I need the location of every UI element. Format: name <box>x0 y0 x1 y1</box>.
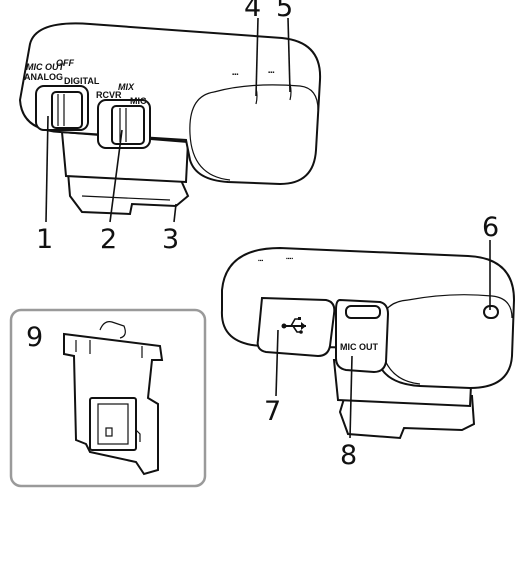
leader-line-1 <box>45 115 49 223</box>
led-label-right: ▪▪▪ <box>268 70 274 76</box>
callout-7: 7 <box>264 396 281 427</box>
receiver-rear-view: MIC OUT ▪▪▪ ▪▪▪▪ <box>220 246 516 440</box>
led-label-left: ▪▪▪ <box>232 72 238 78</box>
leader-line-3 <box>173 203 177 223</box>
top-label-b: ▪▪▪▪ <box>286 256 293 262</box>
callout-3: 3 <box>162 224 179 255</box>
inset-shoe-adapter: 9 <box>9 308 207 488</box>
mic-out-jack-label: MIC OUT <box>340 342 378 352</box>
leader-line-5 <box>287 17 291 93</box>
label-analog: ANALOG <box>24 72 63 82</box>
top-label-a: ▪▪▪ <box>258 258 264 264</box>
label-digital: DIGITAL <box>64 76 100 86</box>
label-mic: MIC <box>130 96 147 106</box>
leader-line-2 <box>109 129 123 223</box>
usb-icon <box>281 317 306 334</box>
callout-6: 6 <box>482 212 499 243</box>
label-mix: MIX <box>118 82 135 92</box>
label-off: OFF <box>56 58 74 68</box>
callout-1: 1 <box>36 224 53 255</box>
indicator-lamp <box>483 305 499 319</box>
leader-line-4 <box>255 17 259 97</box>
callout-9: 9 <box>26 322 43 353</box>
callout-5: 5 <box>276 0 293 23</box>
leader-line-8 <box>349 355 353 439</box>
label-rcvr: RCVR <box>96 90 122 100</box>
callout-4: 4 <box>244 0 261 23</box>
callout-2: 2 <box>100 224 117 255</box>
callout-8: 8 <box>340 440 357 471</box>
leader-line-7 <box>275 329 279 397</box>
label-mic-out: MIC OUT <box>26 62 65 72</box>
receiver-top-view: ▪▪▪ ▪▪▪ MIC OUT OFF ANALOG DIGITAL MIX R… <box>18 22 322 216</box>
